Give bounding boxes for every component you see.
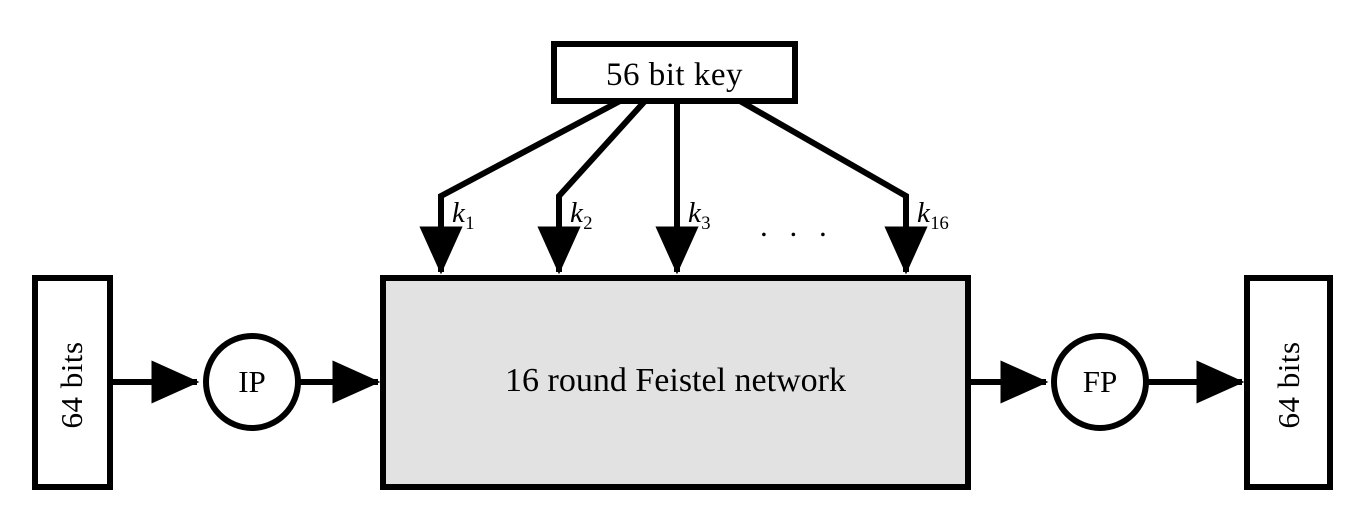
input-block-label: 64 bits xyxy=(54,341,89,429)
subkey-base-k1: k xyxy=(452,197,465,229)
arrow-key-to-k2 xyxy=(537,98,648,275)
subkey-index-k3: 3 xyxy=(701,212,711,234)
output-block-rect xyxy=(1244,275,1333,490)
feistel-block-label: 16 round Feistel network xyxy=(505,362,846,399)
subkey-index-k1: 1 xyxy=(465,212,475,234)
subkey-label-k3: k3 xyxy=(688,197,711,234)
output-block-label: 64 bits xyxy=(1271,341,1306,429)
final-permutation-label: FP xyxy=(1082,364,1118,399)
initial-permutation-label: IP xyxy=(238,364,266,399)
subkey-label-k16: k16 xyxy=(917,197,949,234)
arrow-key-to-k1 xyxy=(419,98,622,275)
key-block-label: 56 bit key xyxy=(606,57,743,93)
subkey-index-k2: 2 xyxy=(583,212,593,234)
subkey-ellipsis: . . . xyxy=(760,208,834,243)
arrow-key-to-k16 xyxy=(738,98,928,275)
subkey-label-k2: k2 xyxy=(570,197,593,234)
subkey-base-k16: k xyxy=(917,197,930,229)
input-block-rect xyxy=(32,275,113,490)
subkey-base-k2: k xyxy=(570,197,583,229)
subkey-base-k3: k xyxy=(688,197,701,229)
subkey-label-k1: k1 xyxy=(452,197,475,234)
subkey-index-k16: 16 xyxy=(930,212,949,234)
